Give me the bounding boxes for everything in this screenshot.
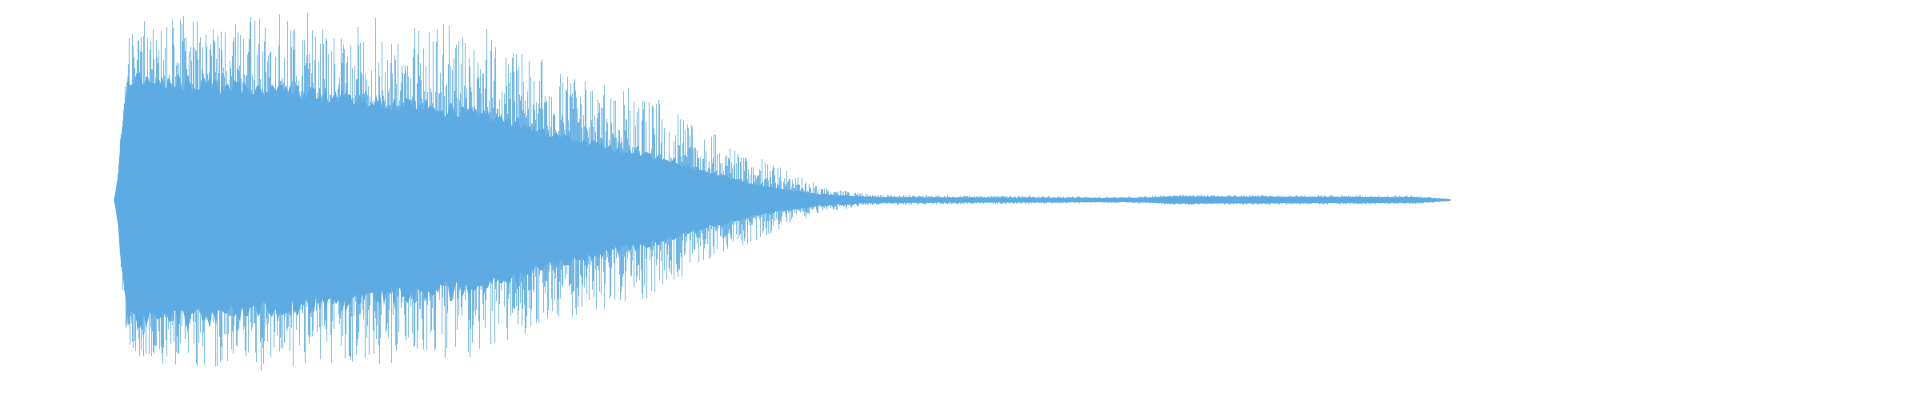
waveform-peaks (114, 12, 1451, 371)
waveform-spikes (114, 12, 1451, 371)
